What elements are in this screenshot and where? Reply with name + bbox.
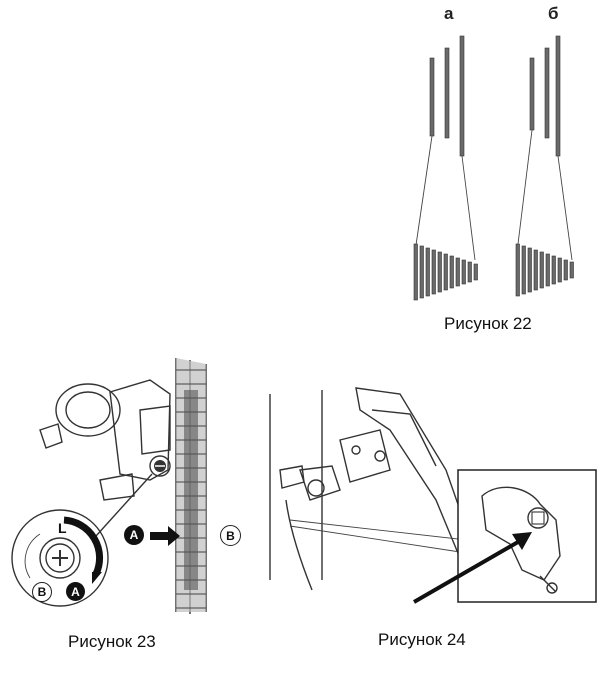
derailleur-clamp <box>39 379 171 501</box>
figure-24: Рисунок 24 <box>260 370 603 673</box>
chainrings-a <box>429 35 465 157</box>
cassette-a <box>413 243 478 301</box>
limit-screw-inset <box>11 509 109 607</box>
figure-24-caption: Рисунок 24 <box>378 630 466 649</box>
arrow-icon <box>413 532 532 604</box>
chainring-side-view <box>175 358 207 614</box>
front-derailleur-illustration <box>11 358 207 614</box>
marker-a: A <box>124 525 144 545</box>
derailleur-cage <box>279 387 475 560</box>
marker-b: B <box>220 525 241 546</box>
chainrings-b <box>529 35 561 157</box>
front-derailleur-cable-illustration <box>269 387 597 604</box>
chainring-alignment-diagram <box>413 35 574 301</box>
figure-22-caption: Рисунок 22 <box>444 314 532 333</box>
limit-screw-icon <box>149 455 171 477</box>
arrow-icon <box>150 526 180 546</box>
cassette-b <box>515 243 574 297</box>
figure-22-label-a: а <box>444 4 454 23</box>
inset-marker-b: B <box>32 582 52 602</box>
figure-22-label-b: б <box>548 4 559 23</box>
figure-23-caption: Рисунок 23 <box>68 632 156 651</box>
inset-marker-l: L <box>58 520 67 536</box>
figure-23: L B A A B Рисунок 23 <box>0 350 260 673</box>
figure-22: а б <box>400 0 603 345</box>
inset-marker-a: A <box>66 582 85 601</box>
